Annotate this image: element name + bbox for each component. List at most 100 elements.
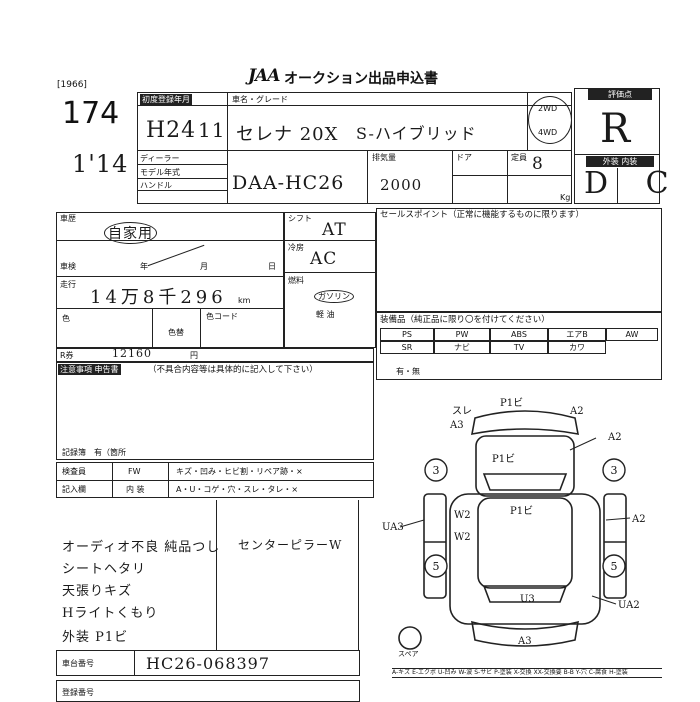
equip-tv: TV	[490, 341, 548, 354]
entry-label: 記入欄	[62, 485, 86, 494]
equip-aw: AW	[606, 328, 658, 341]
tire-rr	[602, 554, 626, 578]
diag-p1b-hood: P1ビ	[492, 453, 515, 465]
equip-ps: PS	[380, 328, 434, 341]
declarations-note: （不具合内容等は具体的に記入して下さい）	[148, 365, 318, 375]
handle-label: ハンドル	[140, 181, 172, 190]
legend-y: Y-穴	[575, 669, 587, 676]
equip-airbag: エアB	[548, 328, 606, 341]
dealer-label: ディーラー	[140, 154, 180, 163]
equip-abs: ABS	[490, 328, 548, 341]
recycle-yen: 円	[190, 351, 198, 360]
score-value: R	[600, 106, 632, 152]
mileage-value: 14万8千296	[90, 287, 227, 308]
inspection-month: 月	[200, 262, 208, 271]
car-diagram: 3 3 5 5 スレ P1ビ A2 A3 A2 P1ビ UA3 W2 W2 P1…	[382, 397, 646, 658]
diag-a2-side: A2	[631, 514, 646, 525]
diag-a2-top: A2	[569, 406, 584, 417]
legend-c: C-腐食	[588, 669, 608, 676]
diag-a3-bottom: A3	[517, 636, 532, 647]
fuel-value: ガソリン	[314, 290, 354, 303]
first-reg-month: 11	[198, 118, 226, 142]
model-grade-value: セレナ 20X	[236, 124, 339, 145]
chassis-label: 車台番号	[62, 659, 94, 668]
repaint-label: 色替	[168, 328, 184, 337]
colorcode-label: 色コード	[206, 312, 238, 321]
tire-rr-label: 5	[611, 560, 618, 573]
diag-p1b-top: P1ビ	[500, 397, 523, 409]
equip-yes-no: 有・無	[396, 367, 420, 376]
tire-rl-label: 5	[433, 560, 440, 573]
front-bumper	[470, 410, 580, 436]
mileage-unit: km	[238, 296, 251, 305]
ac-value: AC	[310, 249, 338, 269]
light-oil: 軽 油	[316, 310, 335, 319]
usage-value: 自家用	[104, 222, 157, 244]
recycle-value: 12160	[112, 347, 152, 360]
reg-label: 登録番号	[62, 688, 94, 697]
tire-rl	[424, 554, 448, 578]
first-reg-value: H24	[146, 118, 197, 143]
record-book: 記録簿 有（箇所	[62, 448, 126, 457]
inspection-year: 年	[140, 262, 148, 271]
drive-2wd: 2WD	[538, 104, 558, 113]
hood	[475, 435, 575, 497]
diag-ua3: UA3	[382, 522, 404, 533]
model-code-value: DAA-HC26	[232, 172, 345, 194]
diag-u3: U3	[520, 594, 535, 605]
capacity-value: 8	[532, 154, 544, 174]
diag-sure: スレ	[452, 406, 472, 417]
legend-h: H-塗装	[609, 669, 628, 676]
sales-points-box	[376, 208, 662, 312]
tire-fl	[424, 458, 448, 482]
note-left-3: 天張りキズ	[62, 584, 133, 599]
displacement-label: 排気量	[372, 153, 396, 162]
tire-fl-label: 3	[433, 464, 440, 477]
note-left-5: 外装 P1ビ	[62, 630, 129, 645]
ac-label: 冷房	[288, 243, 304, 252]
cabin-body	[449, 493, 601, 625]
declarations-box	[56, 362, 374, 460]
recycle-box	[56, 348, 374, 362]
lot-number: 174	[62, 96, 120, 131]
chassis-box	[56, 650, 360, 676]
inspection-label: 車検	[60, 262, 76, 271]
inspection-day: 日	[268, 262, 276, 271]
ext-int-label: 外装 内装	[586, 156, 654, 167]
tire-fr-label: 3	[611, 464, 618, 477]
diag-ua2: UA2	[618, 600, 640, 611]
usage-label: 車歴	[60, 214, 76, 223]
inspector-label: 検査員	[62, 467, 86, 476]
shift-value: AT	[322, 220, 347, 240]
doors-label: ドア	[456, 153, 472, 162]
diag-a2-rt: A2	[607, 432, 622, 443]
note-left-4: Hライトくもり	[62, 606, 159, 621]
lot-code: [1966]	[57, 80, 87, 90]
score-label: 評価点	[588, 89, 652, 100]
recycle-label: R券	[60, 351, 74, 360]
declarations-header: 注意事項 申告書	[58, 364, 121, 375]
first-reg-label: 初度登録年月	[140, 94, 192, 105]
displacement-value: 2000	[380, 176, 423, 194]
equipment-box	[376, 312, 662, 380]
capacity-label: 定員	[511, 153, 527, 162]
legend-w: W-波	[458, 669, 473, 676]
windshield	[482, 473, 568, 491]
legend-a: A-キズ	[392, 669, 411, 676]
mileage-label: 走行	[60, 280, 76, 289]
rear-window	[482, 585, 568, 603]
legend-s: S-サビ	[474, 669, 493, 676]
legend-e: E-エクボ	[412, 669, 437, 676]
shift-label: シフト	[288, 214, 312, 223]
legend-exterior: キズ・凹み・ヒビ割・リペア跡・×	[176, 467, 303, 476]
ext-int-value: D C	[584, 166, 683, 201]
left-side	[423, 493, 447, 599]
color-label: 色	[62, 314, 70, 323]
diag-p-roof: P1ビ	[510, 505, 533, 517]
equip-kawa: カワ	[548, 341, 606, 354]
sales-points-label: セールスポイント（正常に機能するものに限ります）	[380, 210, 585, 220]
chassis-value: HC26-068397	[146, 654, 271, 673]
legend-x: X-交換	[513, 669, 532, 676]
diag-w2-a: W2	[454, 510, 471, 521]
drive-selector	[528, 96, 572, 144]
